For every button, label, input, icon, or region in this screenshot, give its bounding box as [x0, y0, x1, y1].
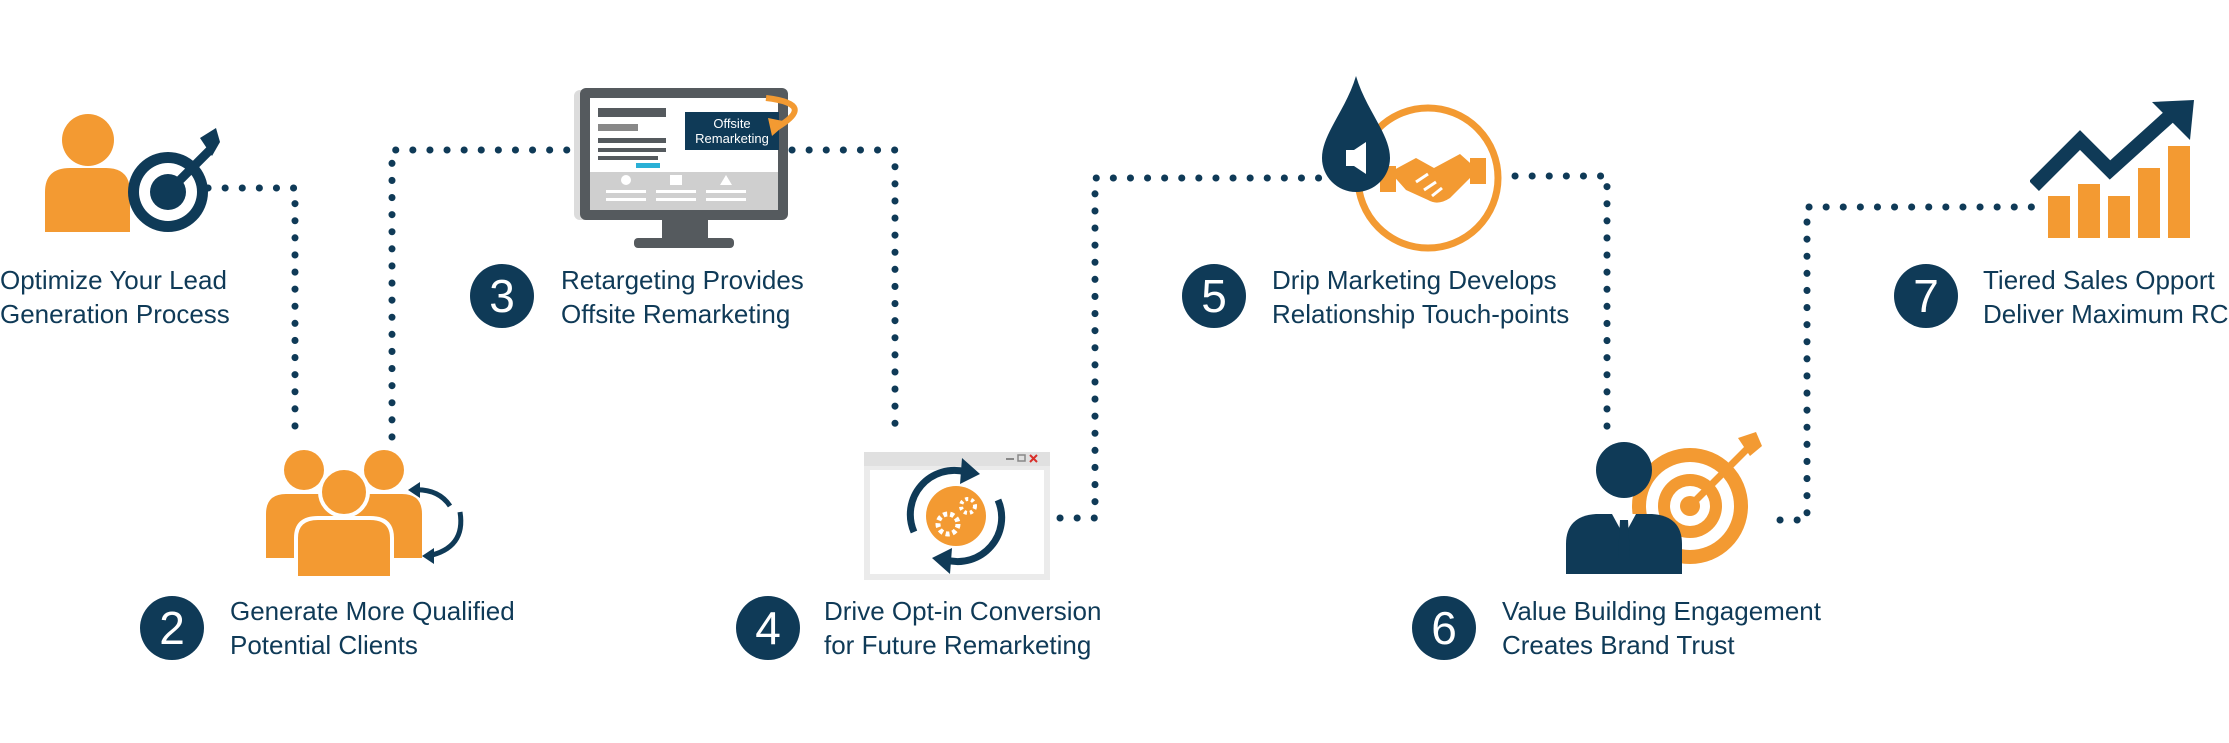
step-4-number-badge: 4 — [736, 596, 800, 660]
step-1-label-line-1: Optimize Your Lead — [0, 265, 227, 295]
step-4-label-line-1: Drive Opt-in Conversion — [824, 596, 1102, 626]
step-3-label-line-1: Retargeting Provides — [561, 265, 804, 295]
step-5-label-line-1: Drip Marketing Develops — [1272, 265, 1557, 295]
step-7-number-badge: 7 — [1894, 264, 1958, 328]
monitor-icon: Offsite Remarketing — [574, 88, 798, 248]
step-1-label: Optimize Your Lead Generation Process — [0, 263, 230, 331]
step-1-label-line-2: Generation Process — [0, 299, 230, 329]
step-5-label-line-2: Relationship Touch-points — [1272, 299, 1570, 329]
step-7-label-line-1: Tiered Sales Opport — [1983, 265, 2215, 295]
step-6-label: Value Building Engagement Creates Brand … — [1502, 594, 1821, 662]
drip-handshake-icon — [1322, 76, 1502, 252]
step-5-number-badge: 5 — [1182, 264, 1246, 328]
step-2-label-line-2: Potential Clients — [230, 630, 418, 660]
step-6-label-line-1: Value Building Engagement — [1502, 596, 1821, 626]
businessman-target-icon — [1566, 432, 1762, 574]
step-3-label: Retargeting Provides Offsite Remarketing — [561, 263, 804, 331]
step-4-label-line-2: for Future Remarketing — [824, 630, 1092, 660]
step-3-label-line-2: Offsite Remarketing — [561, 299, 791, 329]
monitor-callout-line-2: Remarketing — [695, 131, 769, 146]
growth-chart-icon — [2030, 100, 2194, 238]
step-5-label: Drip Marketing Develops Relationship Tou… — [1272, 263, 1569, 331]
step-2-label-line-1: Generate More Qualified — [230, 596, 515, 626]
browser-gears-icon — [864, 452, 1050, 580]
step-3-number-badge: 3 — [470, 264, 534, 328]
step-7-label: Tiered Sales Opport Deliver Maximum RC — [1983, 263, 2229, 331]
step-6-label-line-2: Creates Brand Trust — [1502, 630, 1735, 660]
step-2-label: Generate More Qualified Potential Client… — [230, 594, 515, 662]
person-target-icon — [45, 114, 220, 232]
monitor-callout-line-1: Offsite — [713, 116, 750, 131]
step-7-label-line-2: Deliver Maximum RC — [1983, 299, 2229, 329]
step-2-number-badge: 2 — [140, 596, 204, 660]
group-cycle-icon — [266, 450, 464, 580]
step-6-number-badge: 6 — [1412, 596, 1476, 660]
step-4-label: Drive Opt-in Conversion for Future Remar… — [824, 594, 1101, 662]
